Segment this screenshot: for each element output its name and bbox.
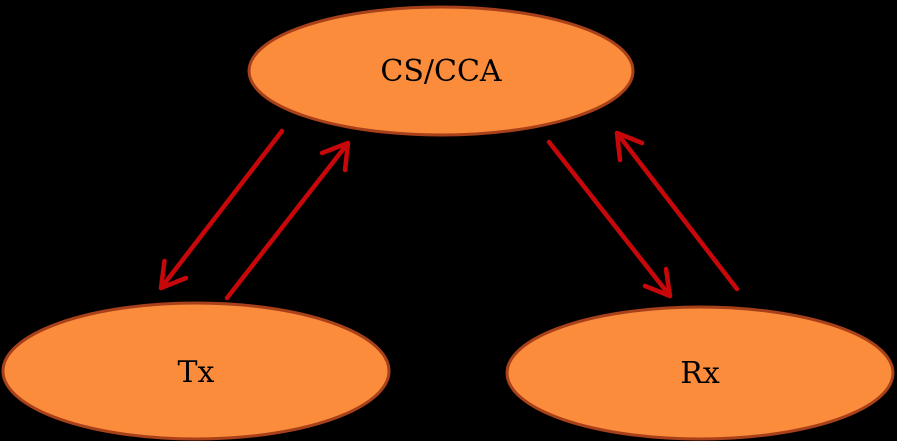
- node-rx-shape: [505, 305, 895, 441]
- node-tx-shape: [1, 301, 391, 441]
- edges-group: [158, 128, 740, 301]
- arrowhead-at-rx: [642, 266, 673, 299]
- arrowhead-at-tx: [158, 258, 189, 291]
- node-cs-cca-shape: [247, 5, 635, 137]
- node-tx-label: Tx: [178, 355, 215, 390]
- node-tx: Tx: [1, 301, 391, 441]
- edge-rx-to-cs-cca: [614, 130, 740, 292]
- node-cs-cca-label: CS/CCA: [380, 54, 502, 89]
- node-cs-cca: CS/CCA: [247, 5, 635, 137]
- edge-tx-to-cs-cca: [224, 140, 351, 301]
- edge-cs-cca-to-tx: [158, 128, 285, 291]
- node-rx-label: Rx: [680, 356, 720, 391]
- edge-cs-cca-to-rx: [546, 139, 673, 299]
- node-rx: Rx: [505, 305, 895, 441]
- arrowhead-at-cs-cca-right: [614, 130, 645, 163]
- arrowhead-at-cs-cca-left: [319, 140, 351, 173]
